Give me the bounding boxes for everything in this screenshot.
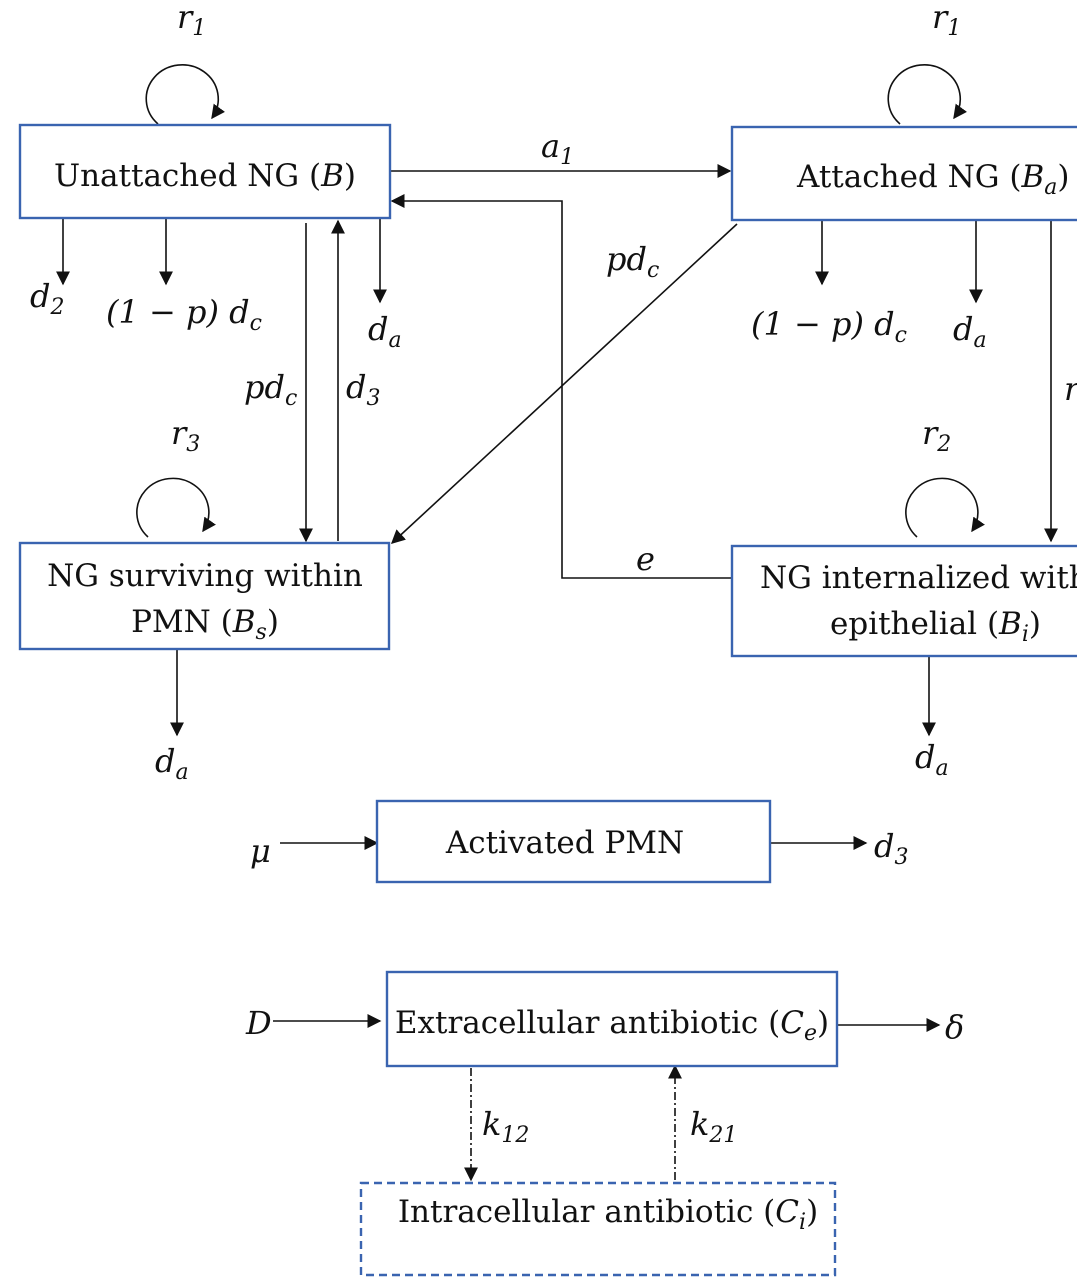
svg-text:PMN (Bs): PMN (Bs) xyxy=(131,604,279,645)
label-k12: k12 xyxy=(482,1105,529,1148)
node-extracellular-antibiotic: Extracellular antibiotic (Ce) xyxy=(385,970,839,1068)
node-intracellular-antibiotic: Intracellular antibiotic (Ci) xyxy=(359,1181,837,1277)
self-loop-unattached xyxy=(145,64,226,125)
label-d3-pmn: d3 xyxy=(874,827,908,870)
label-da-unattached: da xyxy=(368,310,402,353)
svg-text:NG internalized within: NG internalized within xyxy=(760,560,1077,596)
label-r1-left: r1 xyxy=(177,0,206,41)
svg-text:NG surviving within: NG surviving within xyxy=(47,558,363,594)
label-da-internalized: da xyxy=(915,738,949,781)
node-ng-surviving-pmn: NG surviving within PMN (Bs) xyxy=(18,541,391,651)
label-d2: d2 xyxy=(30,277,64,320)
label-da-surviving: da xyxy=(155,742,189,785)
label-delta: δ xyxy=(945,1008,964,1046)
label-pdc-vertical: pdc xyxy=(244,368,297,411)
label-da-attached: da xyxy=(953,310,987,353)
label-one-minus-p-right: (1 − p) dc xyxy=(751,305,907,348)
node-unattached-ng: Unattached NG (B) xyxy=(18,123,392,220)
label-a1: a1 xyxy=(541,127,574,170)
node-activated-pmn: Activated PMN xyxy=(375,799,772,884)
self-loop-internalized xyxy=(905,477,985,538)
label-d3-vertical: d3 xyxy=(346,368,380,411)
label-r-cut: r xyxy=(1064,370,1077,408)
edge-e xyxy=(390,194,731,579)
svg-text:Extracellular antibiotic (Ce): Extracellular antibiotic (Ce) xyxy=(395,1005,829,1046)
svg-text:Intracellular antibiotic (Ci): Intracellular antibiotic (Ci) xyxy=(398,1194,818,1235)
label-pdc-diagonal: pdc xyxy=(606,240,659,283)
label-r3: r3 xyxy=(171,414,200,457)
label-r1-right: r1 xyxy=(932,0,961,41)
svg-text:epithelial (Bi): epithelial (Bi) xyxy=(830,606,1041,647)
label-mu: μ xyxy=(250,832,271,870)
edge-pdc-diagonal xyxy=(390,223,738,544)
self-loop-surviving xyxy=(136,477,216,538)
label-e: e xyxy=(636,540,655,578)
svg-text:Attached NG (Ba): Attached NG (Ba) xyxy=(796,159,1069,200)
label-k21: k21 xyxy=(690,1105,737,1148)
node-ng-internalized-epithelial: NG internalized within epithelial (Bi) xyxy=(730,544,1077,658)
svg-text:Activated PMN: Activated PMN xyxy=(445,825,684,861)
label-r2: r2 xyxy=(922,414,951,457)
self-loop-attached xyxy=(887,64,968,125)
node-attached-ng: Attached NG (Ba) xyxy=(730,125,1077,222)
label-D: D xyxy=(245,1004,272,1042)
label-one-minus-p-left: (1 − p) dc xyxy=(106,293,262,336)
svg-text:Unattached NG (B): Unattached NG (B) xyxy=(54,158,356,194)
